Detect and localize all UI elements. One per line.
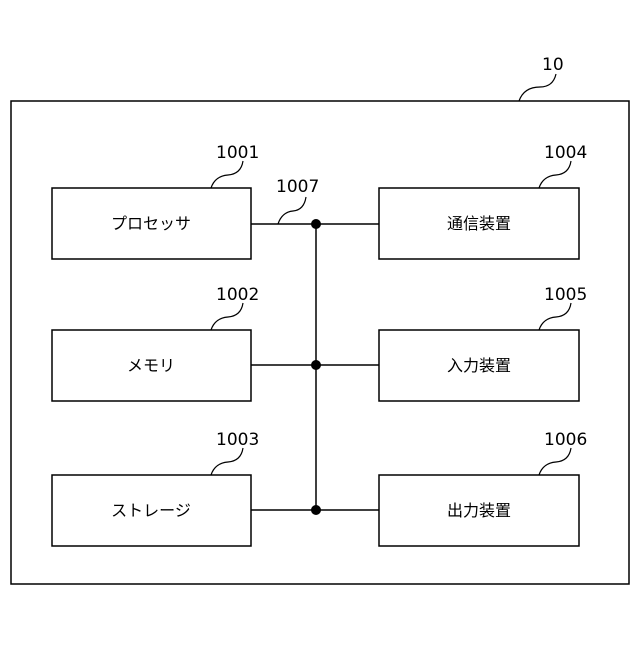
output-device-ref-label: 1006 [544, 430, 587, 450]
bus-ref-label: 1007 [276, 177, 319, 197]
output-device-label: 出力装置 [447, 501, 511, 520]
input-device-ref-label: 1005 [544, 285, 587, 305]
bus-junction-row-2 [311, 360, 321, 370]
storage-ref-label: 1003 [216, 430, 259, 450]
memory-ref-label: 1002 [216, 285, 259, 305]
device-ref-label: 10 [542, 55, 564, 75]
bus-junction-row-3 [311, 505, 321, 515]
storage-label: ストレージ [111, 501, 191, 520]
communication-device-ref-label: 1004 [544, 143, 587, 163]
bus-junction-row-1 [311, 219, 321, 229]
memory-label: メモリ [127, 356, 175, 375]
device-ref-leader [519, 74, 556, 101]
processor-label: プロセッサ [111, 214, 191, 233]
communication-device-label: 通信装置 [447, 214, 511, 233]
input-device-label: 入力装置 [447, 356, 511, 375]
processor-ref-label: 1001 [216, 143, 259, 163]
